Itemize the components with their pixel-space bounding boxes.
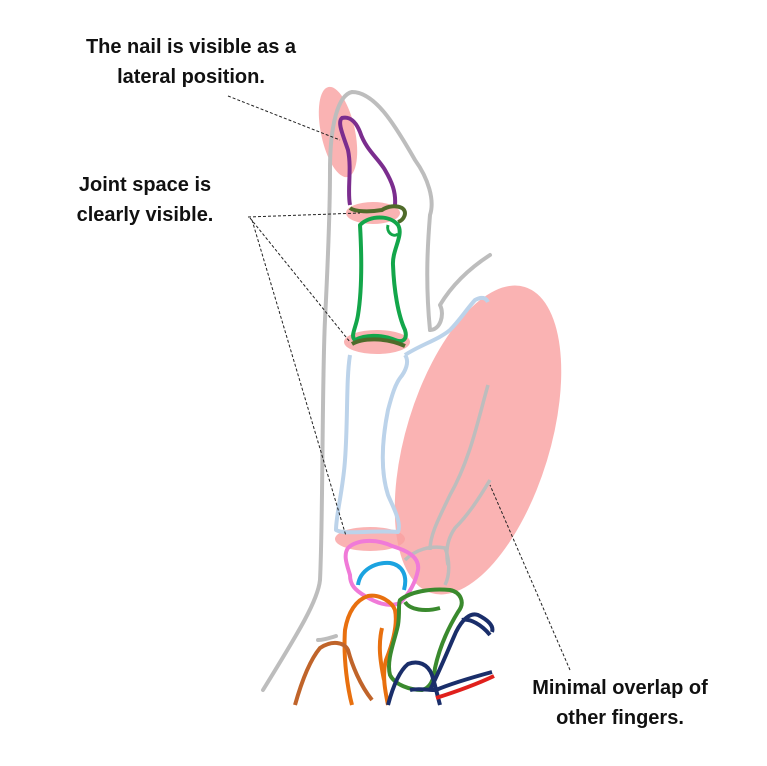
joint-annotation: Joint space is clearly visible. bbox=[50, 170, 240, 230]
palm-outline bbox=[316, 634, 338, 642]
nail-leader-line bbox=[227, 95, 341, 141]
carpal-navy-4 bbox=[409, 670, 493, 692]
hand-outline bbox=[428, 253, 492, 332]
proximal-phalanx bbox=[334, 353, 410, 535]
carpal-brown bbox=[293, 641, 374, 706]
other-fingers-outline bbox=[403, 384, 492, 586]
nail-annotation-line2: lateral position. bbox=[117, 66, 265, 88]
metacarpal-green bbox=[387, 587, 464, 692]
other-finger-phalanx bbox=[403, 295, 490, 357]
middle-phalanx-condyle bbox=[386, 224, 399, 237]
carpal-navy-3 bbox=[386, 660, 442, 706]
nail-annotation: The nail is visible as a lateral positio… bbox=[52, 32, 330, 92]
overlap-annotation-line2: other fingers. bbox=[556, 707, 684, 729]
joint-leader-line-pip bbox=[249, 217, 351, 343]
sesamoid-bone bbox=[356, 560, 408, 591]
overlap-annotation-line1: Minimal overlap of bbox=[532, 677, 708, 699]
joint-leader-line-mcp bbox=[251, 219, 347, 537]
overlap-annotation: Minimal overlap of other fingers. bbox=[500, 673, 740, 733]
joint-annotation-line1: Joint space is bbox=[78, 174, 212, 196]
joint-leader-line-dip bbox=[247, 212, 361, 218]
nail-annotation-line1: The nail is visible as a bbox=[85, 36, 297, 58]
middle-phalanx bbox=[351, 215, 408, 344]
leader-lines bbox=[227, 95, 571, 671]
carpal-red bbox=[435, 674, 495, 700]
distal-phalanx bbox=[338, 115, 398, 206]
dip-joint-overlap bbox=[348, 204, 407, 224]
metacarpal-green-base bbox=[403, 600, 441, 612]
joint-annotation-line2: clearly visible. bbox=[76, 204, 214, 226]
carpal-navy-2 bbox=[461, 617, 492, 637]
finger-outline bbox=[261, 90, 434, 692]
carpal-orange-inner bbox=[377, 627, 386, 681]
pip-joint-overlap bbox=[350, 337, 406, 348]
other-fingers-highlight bbox=[394, 285, 562, 595]
nail-highlight bbox=[318, 86, 358, 178]
skin-outline bbox=[261, 90, 492, 692]
carpal-orange bbox=[342, 593, 398, 706]
overlap-leader-line bbox=[489, 484, 571, 671]
